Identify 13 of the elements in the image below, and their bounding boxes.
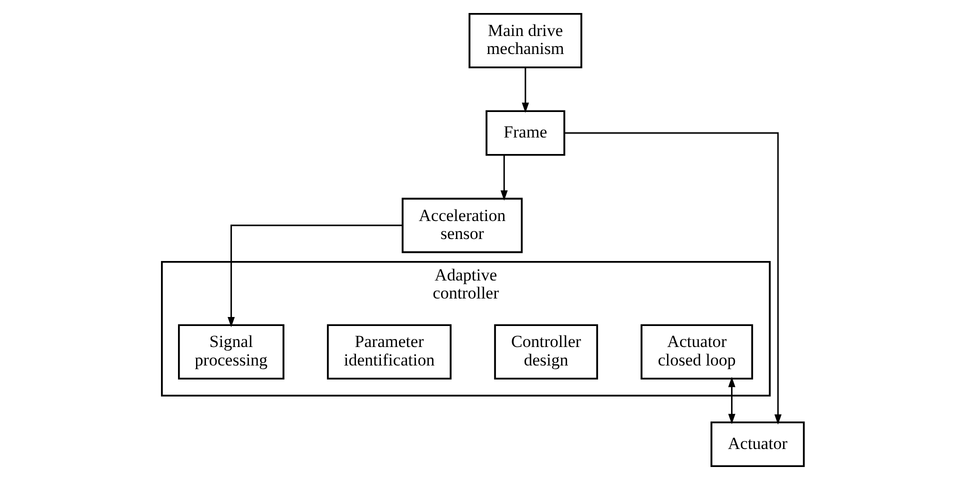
node-box: Signal processing bbox=[178, 324, 284, 380]
arrow bbox=[227, 224, 402, 327]
arrow bbox=[500, 154, 508, 200]
node-box: Actuator closed loop bbox=[640, 324, 753, 380]
node-box: Parameter identification bbox=[326, 324, 452, 380]
node-box: Acceleration sensor bbox=[401, 197, 522, 253]
node-box: Frame bbox=[485, 110, 565, 156]
arrow bbox=[564, 132, 782, 424]
node-box: Controller design bbox=[494, 324, 598, 380]
node-box: Main drive mechanism bbox=[468, 12, 582, 68]
arrow bbox=[521, 67, 528, 112]
arrow bbox=[728, 376, 735, 424]
node-box: Actuator bbox=[710, 420, 804, 467]
